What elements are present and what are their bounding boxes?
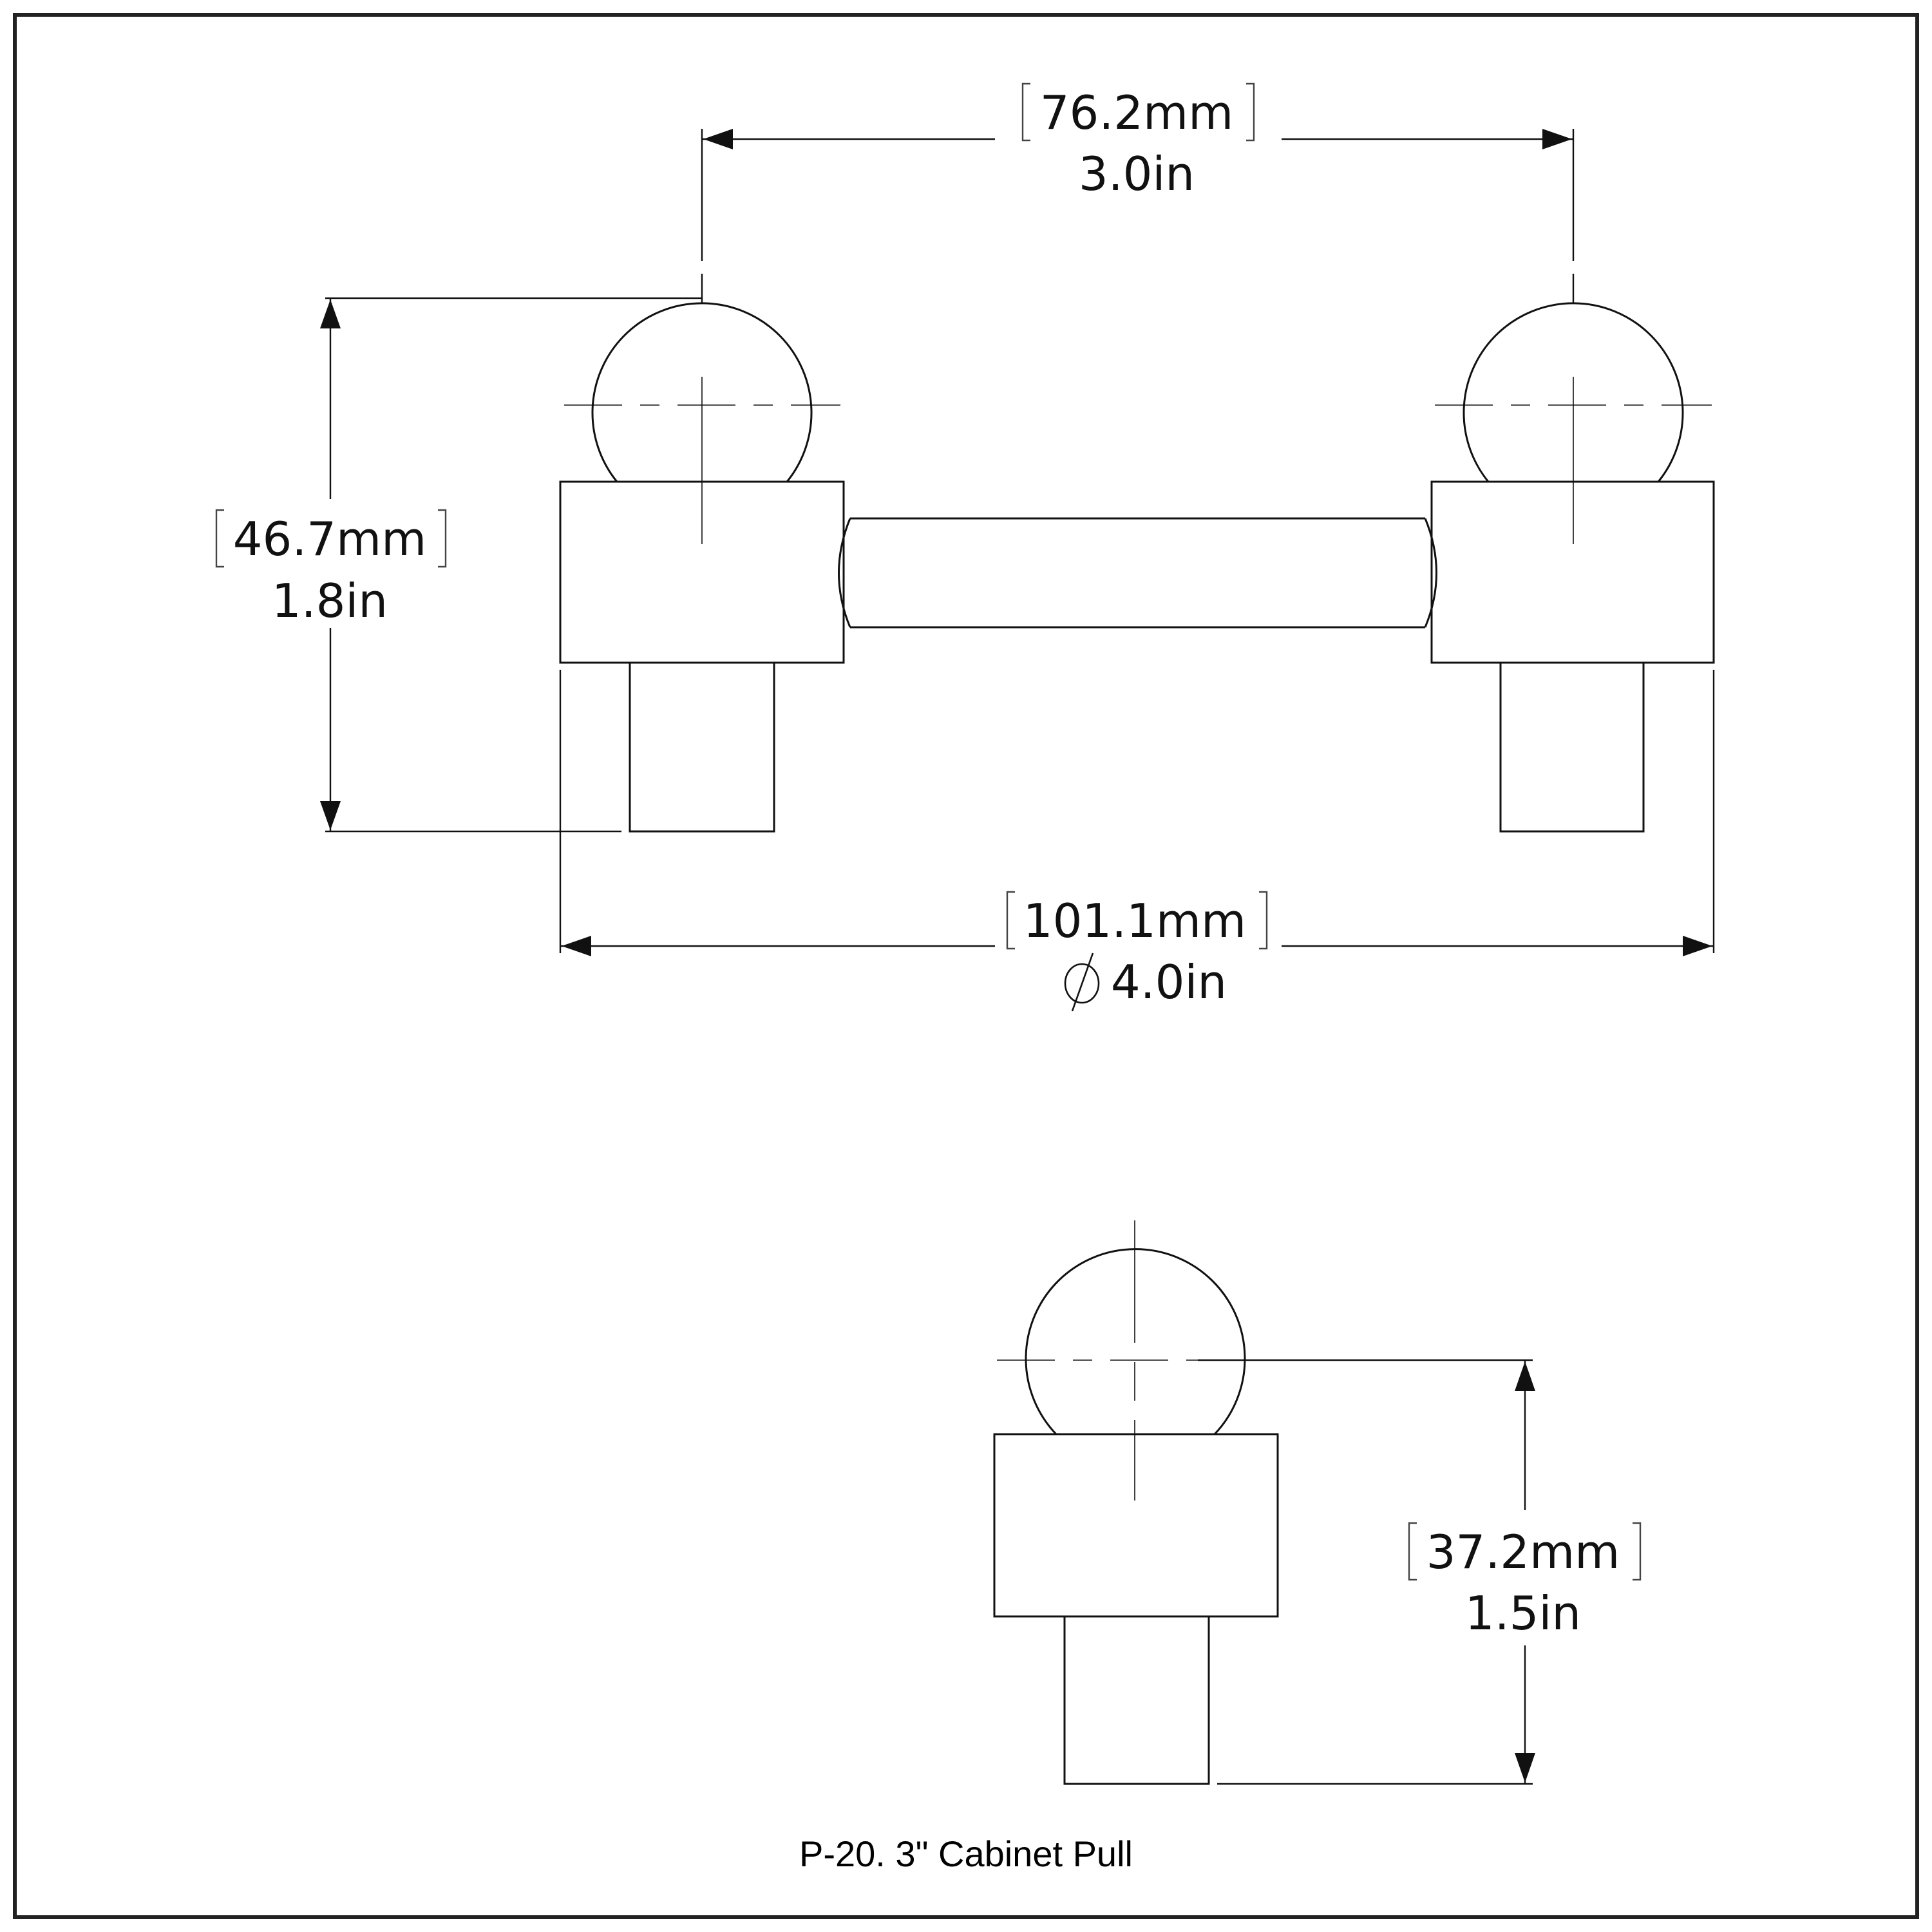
arrow-right-icon bbox=[1683, 936, 1712, 956]
bracket-right bbox=[438, 509, 447, 568]
side-post-block bbox=[993, 1433, 1279, 1618]
drawing-caption: P-20. 3" Cabinet Pull bbox=[799, 1833, 1133, 1874]
arrow-down-icon bbox=[1515, 1753, 1535, 1783]
right-post-block bbox=[1430, 480, 1715, 664]
length-imperial-label: 4.0in bbox=[1111, 955, 1227, 1009]
arrow-right-icon bbox=[1542, 129, 1572, 149]
bracket-left bbox=[1006, 891, 1015, 950]
arrow-up-icon bbox=[320, 299, 341, 328]
bracket-left bbox=[1021, 82, 1030, 142]
height-metric-label: 46.7mm bbox=[233, 512, 427, 566]
c2c-imperial-label: 3.0in bbox=[1079, 147, 1195, 201]
front-view: 76.2mm 3.0in 46.7mm 1.8in 101.1mm 4.0in bbox=[215, 82, 1715, 1012]
bracket-left bbox=[215, 509, 224, 568]
bar-right-curve bbox=[1424, 518, 1437, 628]
arrow-left-icon bbox=[703, 129, 733, 149]
height-imperial-label: 1.8in bbox=[272, 574, 388, 628]
arrow-down-icon bbox=[320, 801, 341, 830]
left-ball bbox=[591, 302, 813, 482]
bracket-right bbox=[1259, 891, 1268, 950]
c2c-metric-label: 76.2mm bbox=[1040, 86, 1234, 140]
bracket-right bbox=[1633, 1522, 1642, 1581]
diameter-icon bbox=[1064, 952, 1100, 1012]
length-metric-label: 101.1mm bbox=[1023, 894, 1246, 948]
side-stem bbox=[1063, 1615, 1210, 1785]
page-border bbox=[13, 13, 1919, 1919]
bracket-left bbox=[1408, 1522, 1417, 1581]
bar-left-curve bbox=[838, 518, 851, 628]
right-stem bbox=[1499, 661, 1645, 833]
arrow-left-icon bbox=[562, 936, 591, 956]
length-imperial-group: 4.0in bbox=[1064, 952, 1227, 1012]
projection-imperial-label: 1.5in bbox=[1465, 1586, 1581, 1640]
projection-metric-label: 37.2mm bbox=[1426, 1525, 1620, 1579]
bracket-right bbox=[1246, 82, 1255, 142]
side-ball bbox=[1025, 1248, 1246, 1435]
left-stem bbox=[629, 661, 775, 833]
arrow-up-icon bbox=[1515, 1361, 1535, 1391]
right-ball bbox=[1463, 302, 1684, 482]
side-view: 37.2mm 1.5in bbox=[993, 1220, 1642, 1785]
